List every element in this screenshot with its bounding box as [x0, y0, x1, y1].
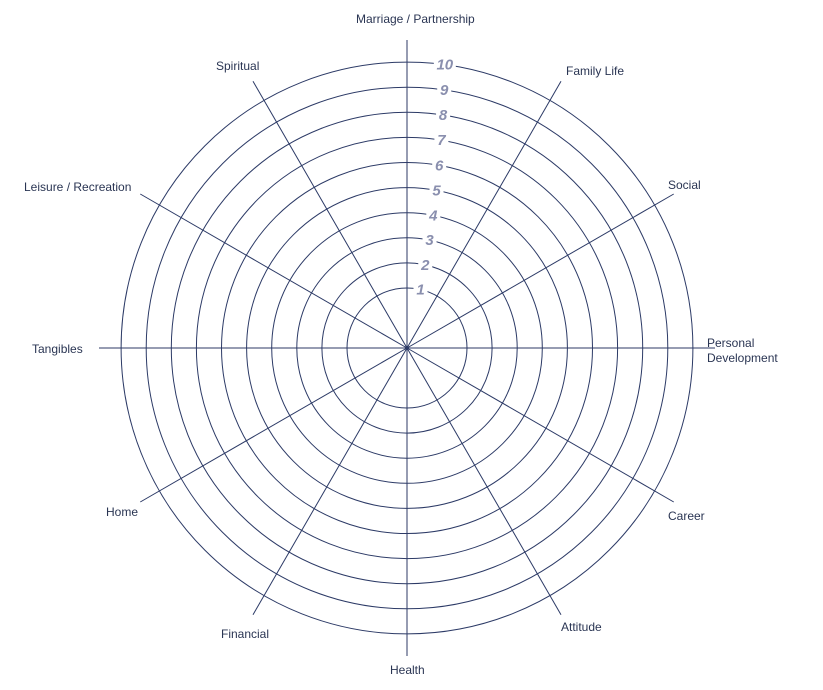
scale-label-2: 2: [420, 257, 430, 274]
label-social: Social: [668, 178, 701, 192]
spoke: [252, 347, 408, 615]
spoke: [140, 347, 408, 503]
label-personal-development: Personal Development: [707, 336, 778, 365]
label-leisure: Leisure / Recreation: [24, 180, 132, 194]
scale-label-bg: [429, 181, 444, 200]
label-health: Health: [390, 663, 425, 677]
scale-label-bg: [426, 206, 441, 225]
label-family-life: Family Life: [566, 64, 625, 78]
scale-label-5: 5: [432, 182, 441, 199]
spoke: [406, 347, 562, 615]
scale-label-bg: [434, 131, 449, 150]
scale-label-bg: [413, 280, 428, 299]
spoke: [406, 193, 674, 349]
spoke: [252, 81, 408, 349]
label-marriage: Marriage / Partnership: [356, 12, 475, 26]
label-attitude: Attitude: [561, 620, 602, 634]
label-spiritual: Spiritual: [216, 59, 260, 73]
scale-label-bg: [418, 255, 433, 274]
spoke: [406, 81, 562, 349]
scale-label-7: 7: [437, 132, 446, 149]
spoke: [406, 347, 674, 503]
label-tangibles: Tangibles: [32, 342, 83, 356]
scale-label-4: 4: [428, 207, 438, 224]
label-home: Home: [106, 505, 139, 519]
scale-label-1: 1: [416, 282, 424, 299]
spoke: [140, 193, 408, 349]
scale-label-bg: [422, 231, 437, 250]
scale-label-bg: [436, 106, 451, 125]
label-financial: Financial: [221, 627, 270, 641]
label-career: Career: [668, 509, 705, 523]
scale-label-6: 6: [435, 157, 444, 174]
scale-label-3: 3: [425, 232, 434, 249]
scale-label-bg: [433, 55, 456, 74]
scale-label-9: 9: [440, 82, 449, 99]
center-dot: [405, 346, 409, 350]
scale-label-bg: [432, 156, 447, 175]
scale-label-bg: [437, 80, 452, 99]
scale-label-10: 10: [436, 57, 453, 74]
scale-label-8: 8: [439, 107, 448, 124]
